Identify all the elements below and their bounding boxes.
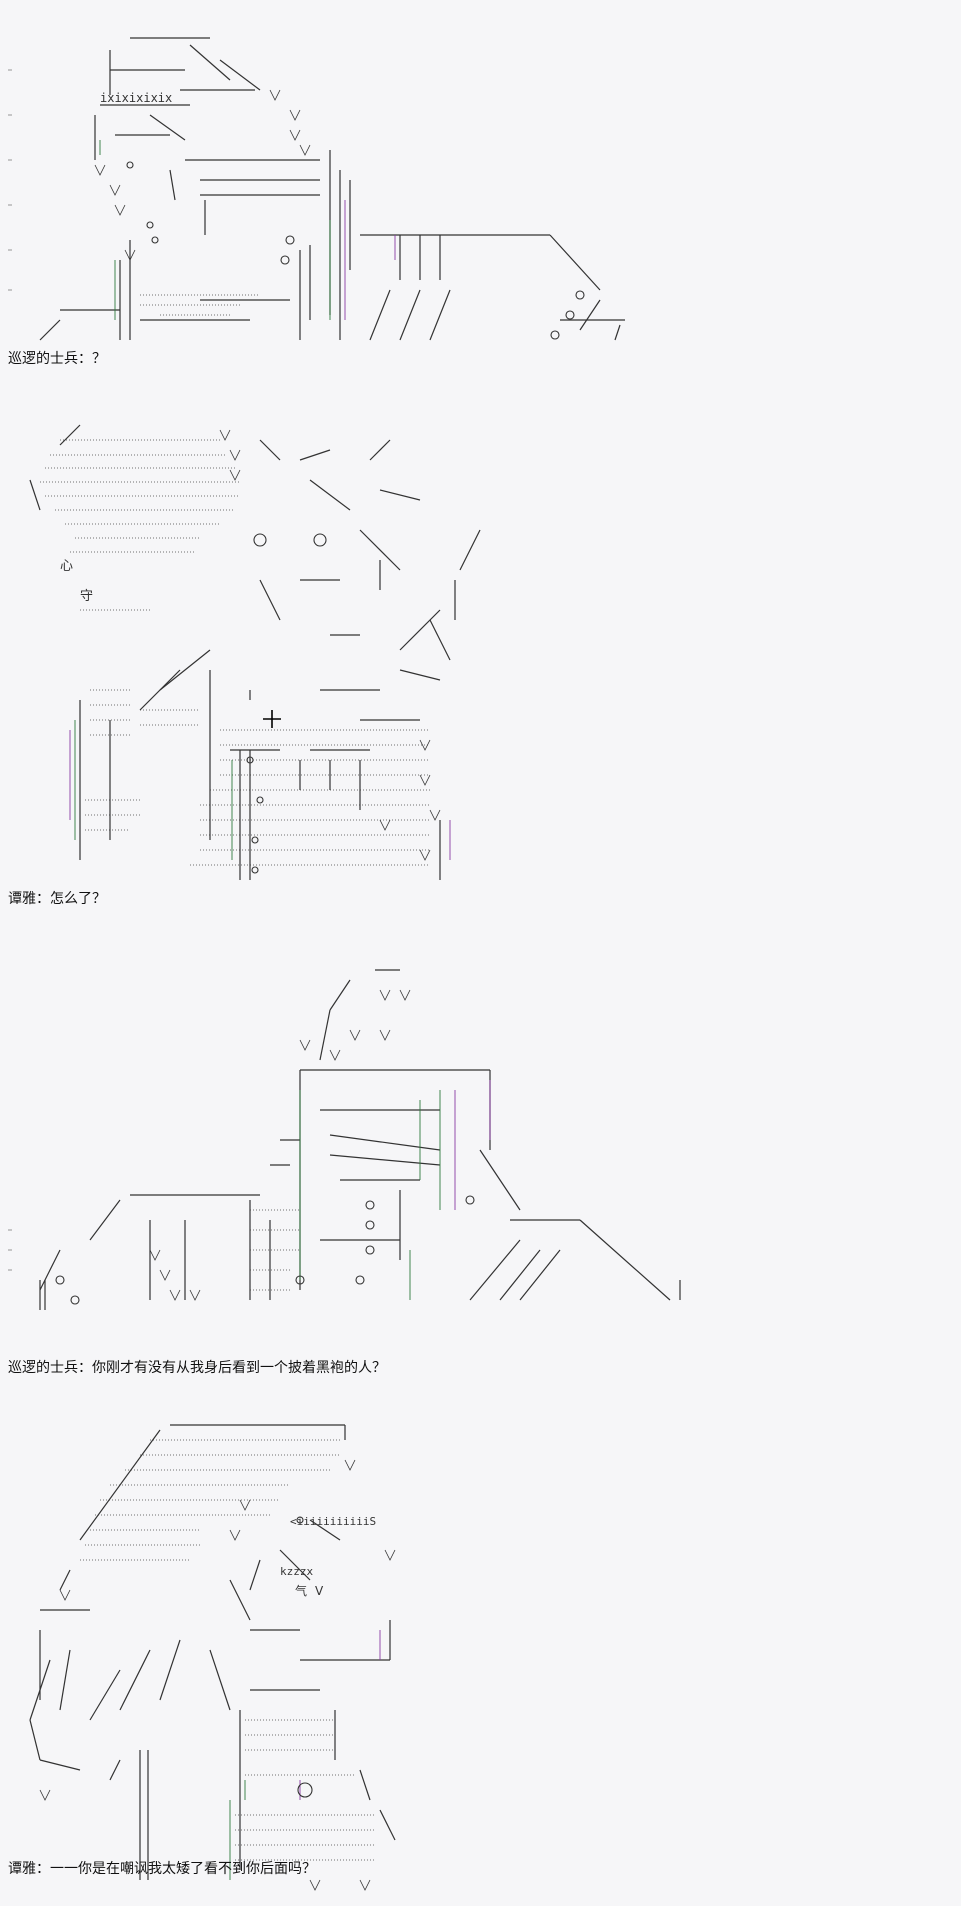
ascii-art-tanya: 心 守 (29, 424, 481, 880)
ascii-art-soldier-helmet: ixixixixix (8, 37, 625, 341)
svg-text:kzzzx: kzzzx (280, 1565, 313, 1578)
svg-text:守: 守 (80, 589, 93, 604)
dialogue-caption: 谭雅：怎么了？ (8, 891, 106, 907)
ascii-art-tanya-angry: <iiiiiiiiiiiS kzzzx 气 V (29, 1424, 396, 1891)
svg-text:<iiiiiiiiiiiS: <iiiiiiiiiiiS (290, 1515, 376, 1528)
dialogue-caption: 谭雅：一一你是在嘲讽我太矮了看不到你后面吗？ (8, 1861, 316, 1877)
svg-text:V: V (315, 1584, 324, 1598)
dialogue-caption: 巡逻的士兵：你刚才有没有从我身后看到一个披着黑袍的人？ (8, 1360, 386, 1376)
panel-3: 巡逻的士兵：你刚才有没有从我身后看到一个披着黑袍的人？ (0, 920, 961, 1380)
dialogue-caption: 巡逻的士兵：？ (8, 351, 106, 367)
svg-text:ixixixixix: ixixixixix (100, 91, 172, 105)
panel-1: ixixixixix 巡逻的士兵：？ (0, 0, 961, 380)
panel-2: 心 守 谭雅：怎么了？ (0, 380, 961, 920)
svg-text:心: 心 (60, 559, 73, 574)
svg-text:气: 气 (295, 1583, 307, 1598)
ascii-art-soldier-side (8, 969, 681, 1310)
panel-4: <iiiiiiiiiiiS kzzzx 气 V 谭雅：一一你是在嘲讽我太矮了看不… (0, 1380, 961, 1906)
